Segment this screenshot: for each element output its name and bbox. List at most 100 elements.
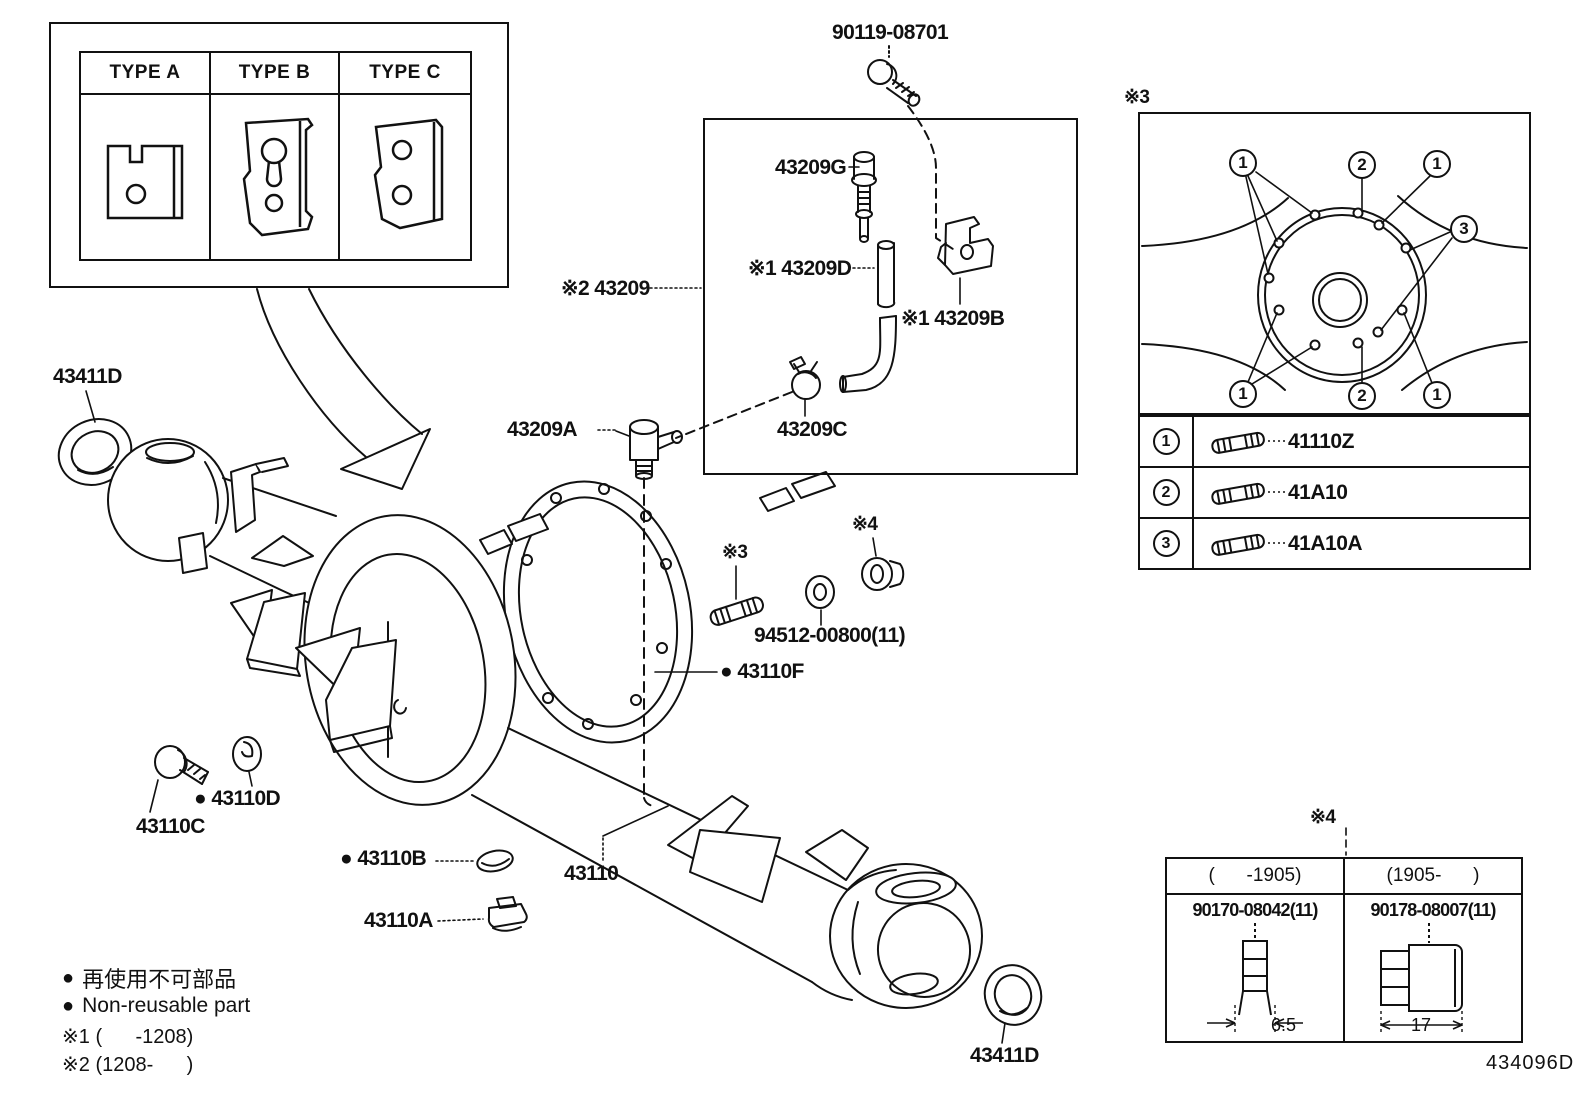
callout-leaders bbox=[1245, 171, 1453, 385]
label-bolt-c: 43110C bbox=[136, 815, 205, 838]
label-oil-seal-bottom: 43411D bbox=[970, 1044, 1039, 1067]
stud-part-number: 41A10A bbox=[1288, 531, 1363, 555]
type-c-bracket-icon bbox=[373, 118, 444, 230]
legend-en: ● Non-reusable part bbox=[62, 994, 250, 1018]
label-breather-hose: ※1 43209D bbox=[748, 257, 852, 280]
label-breather-group: ※2 43209 bbox=[561, 277, 650, 300]
callout-bottom-mid: 2 bbox=[1348, 382, 1376, 410]
type-b-header: TYPE B bbox=[211, 53, 340, 95]
early-nut-dimension: 6.5 bbox=[1271, 1015, 1297, 1035]
breather-hose-icon bbox=[839, 240, 897, 393]
label-oil-seal-top: 43411D bbox=[53, 365, 122, 388]
legend-note2: ※2 (1208- ) bbox=[62, 1052, 193, 1077]
label-breather-tube: 43209G bbox=[775, 156, 847, 179]
cap-d-icon bbox=[232, 736, 262, 772]
tube-clamp-brackets bbox=[479, 471, 836, 555]
washer-icon bbox=[805, 575, 835, 609]
legend-en-text: Non-reusable part bbox=[82, 994, 251, 1017]
nut-part-late: 90178-08007(11) bbox=[1370, 900, 1496, 920]
type-a-header: TYPE A bbox=[81, 53, 211, 95]
stud-num-3: 3 bbox=[1152, 530, 1180, 557]
late-nut-dimension: 17 bbox=[1411, 1015, 1432, 1035]
callout-bottom-right: 1 bbox=[1423, 381, 1451, 409]
stud-row-2: 2 41A10 bbox=[1140, 468, 1529, 519]
type-a-bracket-icon bbox=[106, 144, 184, 220]
late-nut-drawing bbox=[1380, 923, 1463, 1035]
stud-legend-table: 1 41110Z 2 bbox=[1138, 415, 1531, 570]
callout-right: 3 bbox=[1450, 215, 1478, 243]
hose-clamp-icon bbox=[789, 356, 821, 400]
label-cap-d: ● 43110D bbox=[194, 787, 281, 810]
legend-jp: ● 再使用不可部品 bbox=[62, 962, 236, 994]
stud-row-icon bbox=[1211, 533, 1286, 556]
legend-note2-text: ※2 (1208- ) bbox=[62, 1054, 194, 1076]
label-stud-ref: ※3 bbox=[722, 542, 748, 563]
label-cover-section-ref: ※3 bbox=[1124, 87, 1150, 108]
breather-bolt-icon bbox=[867, 59, 921, 107]
label-hose-clamp: 43209C bbox=[777, 418, 848, 441]
label-breather-bracket: ※1 43209B bbox=[901, 307, 1005, 330]
type-variants-box bbox=[49, 22, 509, 288]
nut-period-late: (1905- ) bbox=[1386, 865, 1480, 886]
right-ball-housing bbox=[811, 863, 983, 1009]
stud-part-number: 41A10 bbox=[1288, 480, 1348, 504]
type-c-header: TYPE C bbox=[340, 53, 470, 95]
gasket-b-icon bbox=[476, 849, 514, 873]
bolt-dashed-leader bbox=[907, 105, 954, 250]
callout-bottom-left: 1 bbox=[1229, 380, 1257, 408]
nut-part-early: 90170-08042(11) bbox=[1192, 900, 1318, 920]
plug-a-icon bbox=[487, 896, 528, 932]
type-table: TYPE A TYPE B TYPE C bbox=[79, 51, 472, 261]
left-ball-housing bbox=[107, 438, 337, 614]
stud-row-1: 1 41110Z bbox=[1140, 417, 1529, 468]
stud-part-number: 41110Z bbox=[1288, 429, 1354, 453]
oil-seal-left-icon bbox=[57, 418, 133, 486]
stud-icon bbox=[709, 596, 764, 626]
type-a-cell bbox=[81, 95, 211, 259]
nut-icon bbox=[861, 557, 905, 591]
cover-stud-box: 1 2 1 3 1 2 1 bbox=[1138, 112, 1531, 415]
label-bolt: 90119-08701 bbox=[832, 21, 949, 44]
stud-row-icon bbox=[1211, 482, 1286, 505]
breather-bracket-icon bbox=[937, 216, 994, 275]
leader-lines bbox=[85, 166, 1347, 1044]
diff-cover-drawing bbox=[1141, 171, 1528, 391]
legend-note1-text: ※1 ( -1208) bbox=[62, 1026, 194, 1048]
label-nut-table-ref: ※4 bbox=[1310, 807, 1336, 828]
nut-period-early: ( -1905) bbox=[1167, 859, 1345, 893]
right-axle-tube bbox=[471, 727, 869, 983]
type-c-cell bbox=[340, 95, 470, 259]
label-plug-a: 43110A bbox=[364, 909, 433, 932]
legend-note1: ※1 ( -1208) bbox=[62, 1024, 193, 1049]
breather-kit-box bbox=[703, 118, 1078, 475]
diff-gasket-ring bbox=[502, 480, 694, 744]
stud-num-2: 2 bbox=[1152, 479, 1180, 506]
banjo-front-wedges bbox=[295, 627, 397, 753]
stud-num-1: 1 bbox=[1152, 428, 1180, 455]
label-washer: 94512-00800(11) bbox=[754, 624, 906, 647]
non-reusable-bullet-icon: ● bbox=[62, 995, 75, 1017]
label-breather-union: 43209A bbox=[507, 418, 578, 441]
early-nut-drawing bbox=[1207, 923, 1303, 1035]
callout-top-left: 1 bbox=[1229, 149, 1257, 177]
label-nut-ref: ※4 bbox=[852, 514, 878, 535]
legend-jp-text: 再使用不可部品 bbox=[82, 967, 237, 992]
dashed-assembly-lines bbox=[643, 391, 793, 807]
document-number: 434096D bbox=[1486, 1052, 1575, 1074]
nut-spec-table: ( -1905) (1905- ) 90170-08042(11) 6.5 bbox=[1165, 857, 1523, 1043]
stud-row-icon bbox=[1211, 431, 1286, 454]
breather-union-icon bbox=[629, 419, 683, 480]
label-housing: 43110 bbox=[564, 862, 619, 885]
label-gasket-b: ● 43110B bbox=[340, 847, 427, 870]
bolt-c-icon bbox=[154, 745, 209, 785]
type-callout-arrow bbox=[256, 288, 431, 490]
nut-cell-late: 90178-08007(11) 17 bbox=[1345, 895, 1521, 1041]
callout-top-mid: 2 bbox=[1348, 151, 1376, 179]
label-gasket-f: ● 43110F bbox=[720, 660, 804, 683]
breather-tube-icon bbox=[851, 151, 877, 243]
callout-top-right: 1 bbox=[1423, 150, 1451, 178]
stud-row-3: 3 41A10A bbox=[1140, 519, 1529, 568]
nut-cell-early: 90170-08042(11) 6.5 bbox=[1167, 895, 1345, 1041]
